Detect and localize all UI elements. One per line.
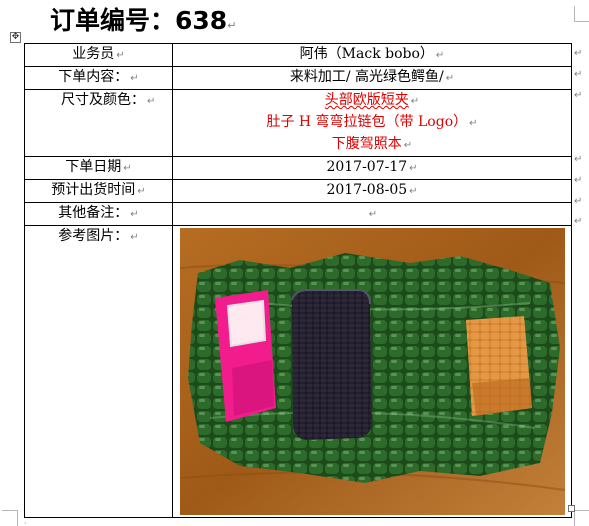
tan-wallet (465, 316, 532, 416)
cell-mark-icon: ↵ (130, 232, 139, 243)
label-cell[interactable]: 预计出货时间↵ (24, 179, 173, 203)
cell-mark-icon: ↵ (116, 50, 125, 61)
black-wallet (290, 289, 372, 440)
row-end-mark-icon: ↵ (574, 196, 583, 207)
order-table: 业务员↵ 阿伟（Mack bobo）↵ 下单内容：↵ 来料加工/ 高光绿色鳄鱼/… (24, 43, 572, 518)
salesperson-label: 业务员 (72, 46, 115, 62)
table-row-order-content: 下单内容：↵ 来料加工/ 高光绿色鳄鱼/↵ (24, 66, 572, 90)
table-row-remarks: 其他备注：↵ ↵ (24, 202, 572, 226)
table-row-size-color: 尺寸及颜色：↵ 头部欧版短夹↵ 肚子 H 弯弯拉链包（带 Logo）↵ 下腹驾照… (24, 89, 572, 157)
value-cell[interactable]: 来料加工/ 高光绿色鳄鱼/↵ (172, 66, 572, 90)
reference-photo[interactable] (179, 228, 565, 515)
margin-guide-bottom-right (574, 510, 589, 526)
ship-date-label: 预计出货时间 (51, 182, 136, 198)
row-end-mark-icon: ↵ (574, 69, 583, 80)
value-cell[interactable]: 2017-08-05↵ (172, 179, 572, 203)
label-cell[interactable]: 参考图片：↵ (24, 225, 173, 518)
order-number-text: 订单编号：638 (50, 6, 228, 35)
label-cell[interactable]: 下单日期↵ (24, 156, 173, 180)
size-color-line-3: 下腹驾照本↵ (331, 136, 413, 152)
image-cell[interactable] (172, 225, 572, 518)
table-row-ship-date: 预计出货时间↵ 2017-08-05↵ (24, 179, 572, 203)
cell-mark-icon: ↵ (147, 96, 156, 107)
row-end-mark-icon: ↵ (574, 175, 583, 186)
value-cell[interactable]: 2017-07-17↵ (172, 156, 572, 180)
order-content-label: 下单内容： (58, 69, 129, 85)
ship-date-value: 2017-08-05 (326, 182, 408, 198)
paragraph-mark-icon: ↵ (227, 19, 237, 32)
value-cell[interactable]: 头部欧版短夹↵ 肚子 H 弯弯拉链包（带 Logo）↵ 下腹驾照本↵ (172, 89, 572, 157)
table-row-salesperson: 业务员↵ 阿伟（Mack bobo）↵ (24, 43, 572, 67)
table-resize-handle-icon[interactable] (568, 505, 575, 512)
row-end-mark-icon: ↵ (574, 216, 583, 227)
size-color-line-2: 肚子 H 弯弯拉链包（带 Logo）↵ (266, 114, 478, 130)
cell-mark-icon: ↵ (445, 73, 455, 84)
margin-guide-top-right (574, 6, 589, 22)
order-date-value: 2017-07-17 (326, 159, 408, 175)
table-row-order-date: 下单日期↵ 2017-07-17↵ (24, 156, 572, 180)
value-cell[interactable]: 阿伟（Mack bobo）↵ (172, 43, 572, 67)
reference-image-label: 参考图片： (58, 228, 129, 244)
order-date-label: 下单日期 (65, 159, 122, 175)
order-content-value: 来料加工/ 高光绿色鳄鱼/ (289, 69, 444, 85)
order-number-heading: 订单编号：638↵ (50, 6, 236, 41)
cell-mark-icon: ↵ (123, 163, 132, 174)
label-cell[interactable]: 尺寸及颜色：↵ (24, 89, 173, 157)
green-crocodile-hide (187, 253, 560, 483)
table-row-reference-image: 参考图片：↵ (24, 225, 572, 518)
row-end-mark-icon: ↵ (574, 48, 583, 59)
cell-mark-icon: ↵ (409, 186, 418, 197)
remarks-label: 其他备注： (58, 205, 129, 221)
cell-mark-icon: ↵ (368, 209, 378, 220)
label-cell[interactable]: 其他备注：↵ (24, 202, 173, 226)
cell-mark-icon: ↵ (435, 50, 445, 61)
pink-wallet (214, 290, 276, 422)
size-color-line-1: 头部欧版短夹↵ (324, 92, 420, 108)
table-move-handle-icon[interactable]: ✥ (10, 32, 21, 43)
row-end-mark-icon: ↵ (574, 154, 583, 165)
margin-guide-bottom-left (2, 510, 18, 526)
cell-mark-icon: ↵ (409, 163, 418, 174)
size-color-label: 尺寸及颜色： (61, 92, 145, 108)
label-cell[interactable]: 下单内容：↵ (24, 66, 173, 90)
salesperson-value: 阿伟（Mack bobo） (299, 46, 434, 62)
value-cell[interactable]: ↵ (172, 202, 572, 226)
paragraph-dot-icon: · (24, 519, 27, 526)
cell-mark-icon: ↵ (130, 209, 139, 220)
row-end-mark-icon: ↵ (574, 90, 583, 101)
cell-mark-icon: ↵ (137, 186, 146, 197)
cell-mark-icon: ↵ (130, 73, 139, 84)
label-cell[interactable]: 业务员↵ (24, 43, 173, 67)
